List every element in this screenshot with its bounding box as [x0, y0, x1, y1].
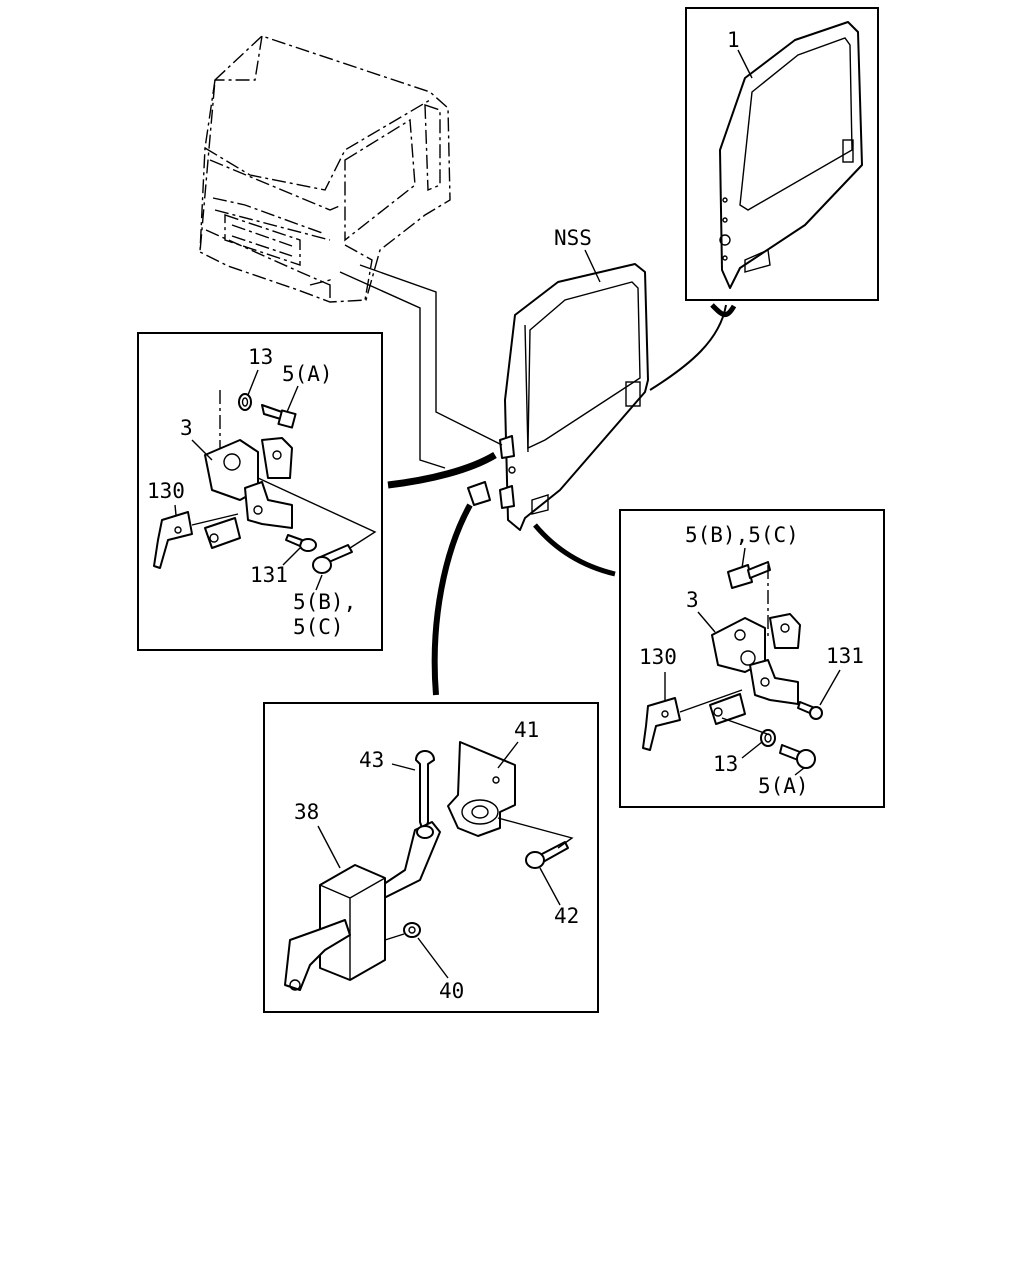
callout-upper-5c: 5(C) — [293, 615, 344, 639]
checker-inset — [263, 702, 599, 1013]
callout-lower-13: 13 — [713, 752, 738, 776]
door-panel-part — [719, 21, 863, 289]
callout-checker-41: 41 — [514, 718, 539, 742]
upper-hinge-inset — [137, 332, 383, 651]
callout-upper-3: 3 — [180, 416, 193, 440]
lower-hinge-inset — [619, 509, 885, 808]
callout-upper-5b: 5(B), — [293, 590, 356, 614]
callout-upper-13: 13 — [248, 345, 273, 369]
checker-parts — [284, 741, 574, 991]
upper-hinge-parts — [153, 390, 377, 574]
truck-cab — [199, 35, 451, 303]
callout-lower-3: 3 — [686, 588, 699, 612]
callout-checker-40: 40 — [439, 979, 464, 1003]
door-nss — [467, 263, 649, 531]
callout-lower-131: 131 — [826, 644, 864, 668]
callout-door-panel: 1 — [727, 28, 740, 52]
callout-upper-131: 131 — [250, 563, 288, 587]
nss-label: NSS — [554, 226, 592, 250]
callout-upper-130: 130 — [147, 479, 185, 503]
callout-checker-38: 38 — [294, 800, 319, 824]
callout-upper-5a: 5(A) — [282, 362, 333, 386]
callout-lower-5bc: 5(B),5(C) — [685, 523, 799, 547]
callout-lower-130: 130 — [639, 645, 677, 669]
lower-hinge-parts — [642, 561, 823, 769]
callout-checker-42: 42 — [554, 904, 579, 928]
callout-lower-5a: 5(A) — [758, 774, 809, 798]
door-panel-inset — [685, 7, 879, 301]
callout-checker-43: 43 — [359, 748, 384, 772]
